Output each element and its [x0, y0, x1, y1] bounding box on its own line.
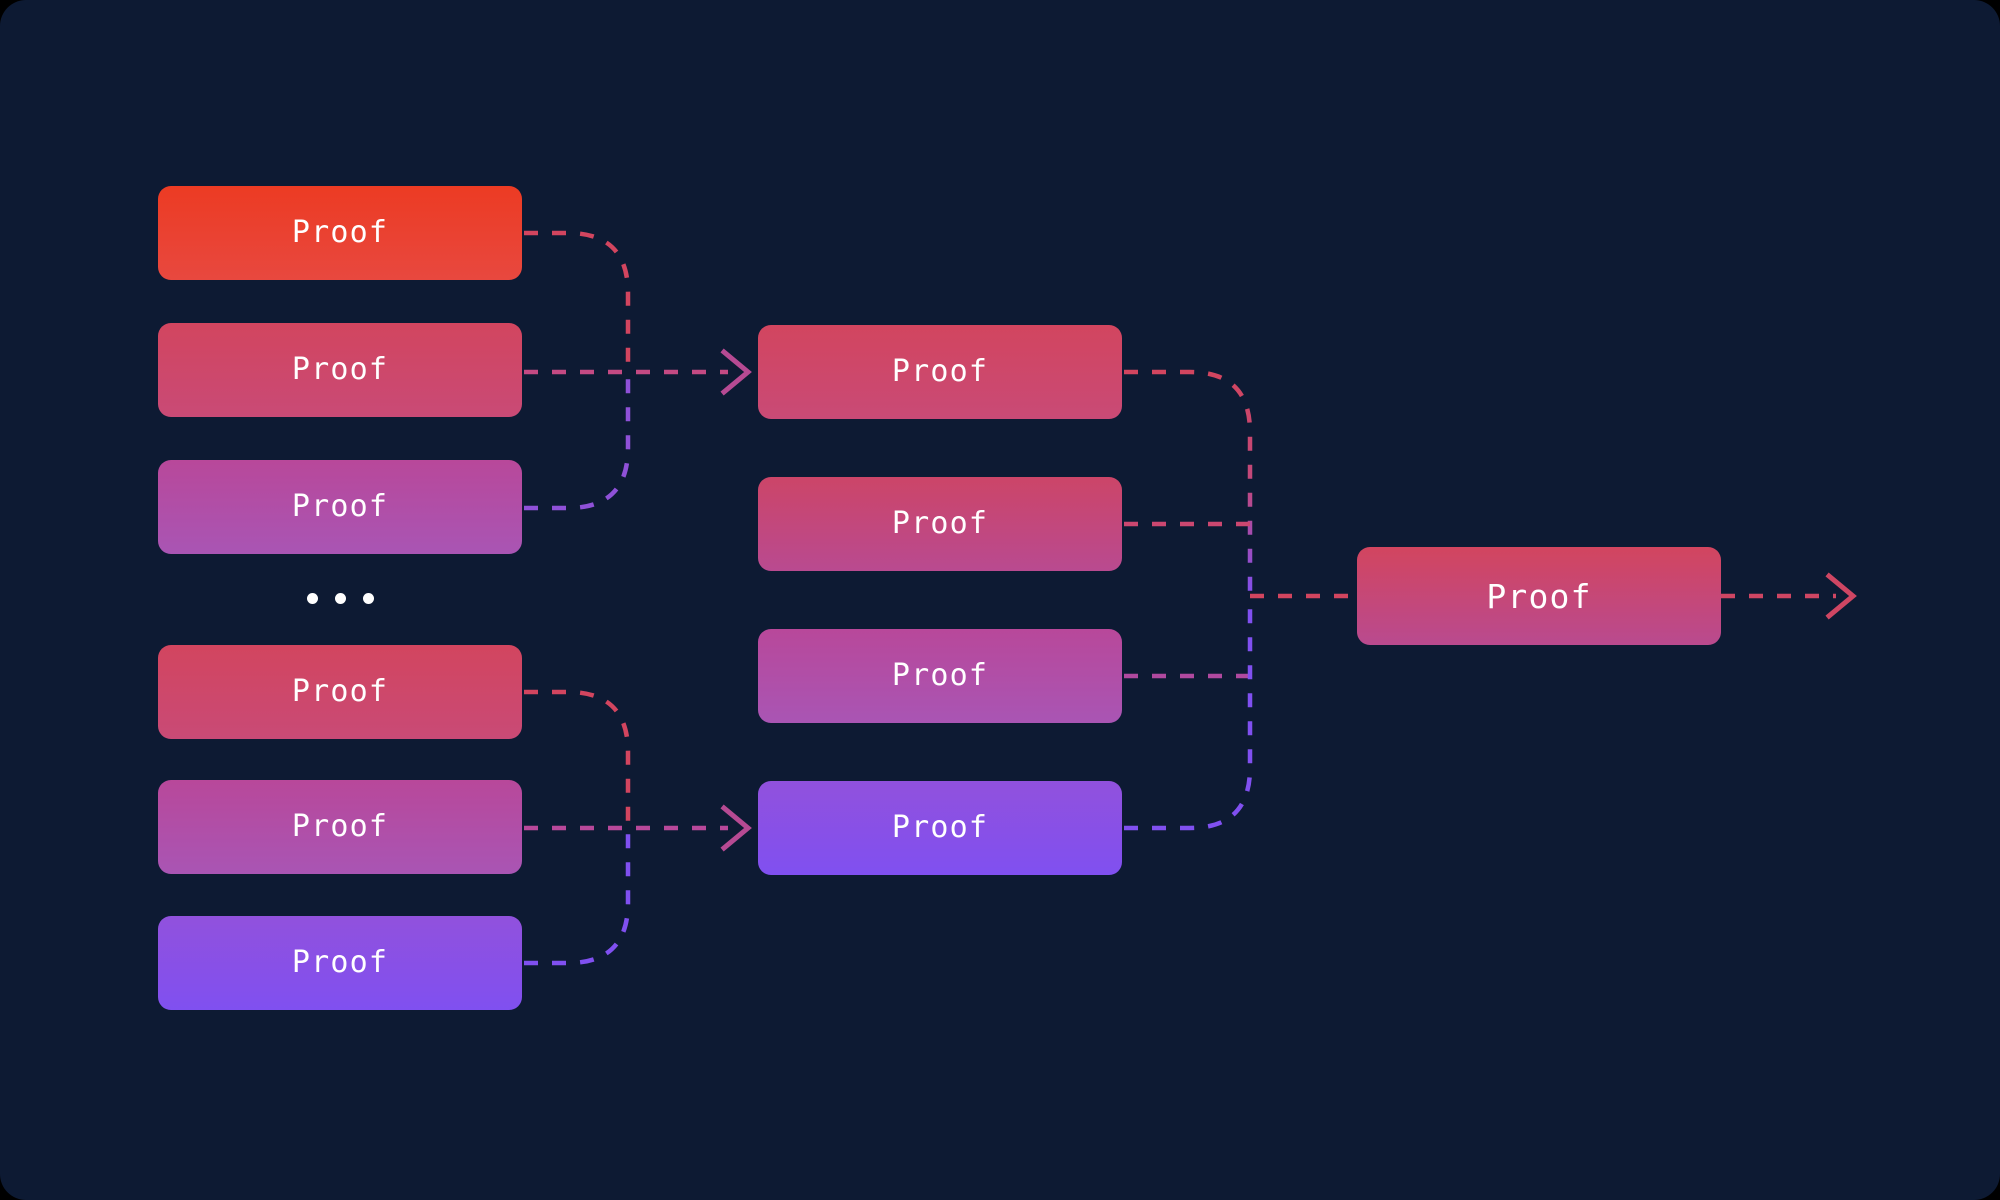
proof-node-M1[interactable]: Proof — [758, 325, 1122, 419]
ellipsis-dot-3 — [362, 592, 374, 604]
proof-node-L5[interactable]: Proof — [158, 780, 522, 874]
edge-L3-to-bus — [524, 372, 631, 511]
edge-L1-to-bus — [524, 230, 631, 372]
proof-node-L3[interactable]: Proof — [158, 460, 522, 554]
proof-node-L4[interactable]: Proof — [158, 645, 522, 739]
edge-M1-to-bus — [1124, 369, 1253, 596]
proof-node-L1[interactable]: Proof — [158, 186, 522, 280]
arrowhead-output-icon — [1825, 572, 1857, 620]
proof-node-L2[interactable]: Proof — [158, 323, 522, 417]
proof-node-M3[interactable]: Proof — [758, 629, 1122, 723]
proof-node-F1[interactable]: Proof — [1357, 547, 1721, 645]
proof-node-L6[interactable]: Proof — [158, 916, 522, 1010]
ellipsis-dot-1 — [306, 592, 318, 604]
arrowhead-top-group-icon — [720, 348, 752, 396]
proof-node-M4[interactable]: Proof — [758, 781, 1122, 875]
edge-L4-to-bus — [524, 689, 631, 828]
edge-L6-to-bus — [524, 828, 631, 966]
proof-node-M2[interactable]: Proof — [758, 477, 1122, 571]
edge-M4-to-bus — [1124, 596, 1253, 831]
arrowhead-bottom-group-icon — [720, 804, 752, 852]
ellipsis-separator — [290, 588, 390, 608]
ellipsis-dot-2 — [334, 592, 346, 604]
